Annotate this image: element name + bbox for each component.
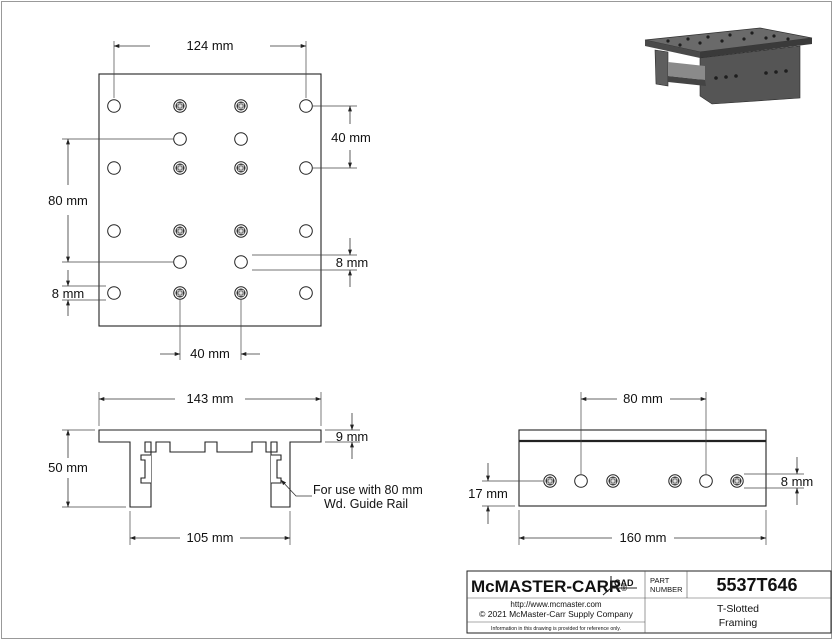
cad-logo: CAD <box>602 576 637 596</box>
top-width-dimension: 124 mm <box>187 38 234 53</box>
part-number: 5537T646 <box>716 575 797 595</box>
guide-rail-note-line2: Wd. Guide Rail <box>324 497 408 511</box>
side-spacing-dimension: 80 mm <box>623 391 663 406</box>
side-length-dimension: 160 mm <box>620 530 667 545</box>
front-height-dimension: 50 mm <box>48 460 88 475</box>
copyright-notice: © 2021 McMaster-Carr Supply Company <box>479 609 633 619</box>
front-width-dimension: 143 mm <box>187 391 234 406</box>
svg-text:CAD: CAD <box>614 578 634 588</box>
side-view-body <box>518 429 767 507</box>
side-view: 80 mm 17 mm 8 mm 160 mm <box>468 391 813 545</box>
description-line1: T-Slotted <box>717 603 759 615</box>
top-view: 124 mm 40 mm 80 mm 8 mm 8 mm 40 mm <box>48 38 371 361</box>
front-view-profile <box>98 429 322 508</box>
side-offset-dimension: 8 mm <box>781 474 814 489</box>
front-inner-width-dimension: 105 mm <box>187 530 234 545</box>
guide-rail-note-line1: For use with 80 mm <box>313 483 423 497</box>
title-block: McMASTER-CARR® CAD PART NUMBER 5537T646 … <box>466 570 832 634</box>
part-number-label-line2: NUMBER <box>650 585 683 594</box>
top-bottom-spacing-dimension: 40 mm <box>190 346 230 361</box>
isometric-render <box>644 27 813 105</box>
reference-disclaimer: Information in this drawing is provided … <box>491 626 621 632</box>
side-height-dimension: 17 mm <box>468 486 508 501</box>
top-hole-spacing-dimension: 40 mm <box>331 130 371 145</box>
description-line2: Framing <box>719 617 758 629</box>
top-view-plain-holes <box>107 99 313 300</box>
top-view-plate <box>98 73 322 327</box>
top-offset-left-dimension: 8 mm <box>52 286 85 301</box>
front-thickness-dimension: 9 mm <box>336 429 369 444</box>
front-view: 143 mm 9 mm 50 mm 105 mm For use with 80… <box>48 391 423 545</box>
part-number-label-line1: PART <box>650 576 670 585</box>
top-vertical-dimension: 80 mm <box>48 193 88 208</box>
top-offset-right-dimension: 8 mm <box>336 255 369 270</box>
website-url: http://www.mcmaster.com <box>510 600 601 609</box>
brand-logo: McMASTER-CARR® <box>471 577 627 596</box>
side-view-plain-holes <box>574 474 713 488</box>
